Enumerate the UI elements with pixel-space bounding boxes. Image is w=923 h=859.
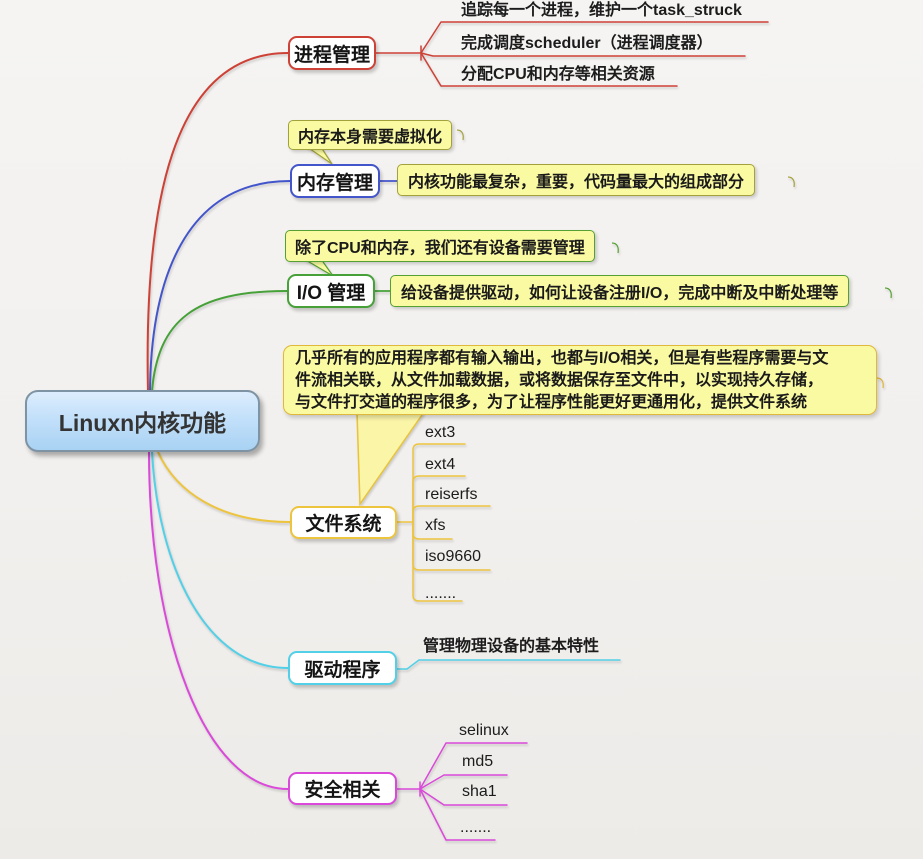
callout-line: 件流相关联，从文件加载数据，或将数据保存至文件中，以实现持久存储，	[295, 372, 824, 389]
node-fs-ext3[interactable]: ext3	[425, 424, 456, 441]
central-node[interactable]: Linuxn内核功能	[25, 390, 260, 452]
memory-note[interactable]: 内存本身需要虚拟化	[288, 120, 453, 150]
node-fs-iso9660[interactable]: iso9660	[425, 548, 482, 565]
node-process-child-track[interactable]: 追踪每一个进程，维护一个task_struck	[461, 2, 742, 19]
node-process-child-alloc[interactable]: 分配CPU和内存等相关资源	[461, 66, 655, 83]
branch-curve-filesystem	[157, 451, 291, 523]
callout-line: 与文件打交道的程序很多，为了让程序性能更好更通用化，提供文件系统	[295, 394, 808, 411]
node-process-child-scheduler[interactable]: 完成调度scheduler（进程调度器）	[461, 35, 713, 52]
io-note-hook	[611, 242, 619, 254]
io-info-hook	[884, 287, 892, 299]
process-fork	[375, 21, 769, 87]
node-fs-more[interactable]: .......	[425, 585, 457, 602]
node-fs-xfs[interactable]: xfs	[425, 517, 446, 534]
node-process[interactable]: 进程管理	[288, 36, 376, 70]
branch-curve-security	[148, 451, 289, 790]
callout-line: 几乎所有的应用程序都有输入输出，也都与I/O相关，但是有些程序需要与文	[295, 350, 829, 367]
filesystem-callout-tail	[356, 411, 425, 507]
node-driver[interactable]: 驱动程序	[288, 651, 397, 685]
memory-note-hook	[456, 129, 464, 141]
filesystem-callout[interactable]: 几乎所有的应用程序都有输入输出，也都与I/O相关，但是有些程序需要与文 件流相关…	[283, 345, 877, 415]
branch-curve-memory	[149, 180, 291, 392]
node-driver-child[interactable]: 管理物理设备的基本特性	[423, 638, 600, 655]
node-filesystem[interactable]: 文件系统	[290, 506, 397, 539]
security-fork	[396, 742, 528, 841]
node-fs-ext4[interactable]: ext4	[425, 456, 456, 473]
branch-curve-process	[146, 52, 289, 392]
node-fs-reiserfs[interactable]: reiserfs	[425, 486, 478, 503]
memory-info-hook	[787, 176, 795, 188]
node-security-more[interactable]: .......	[460, 819, 492, 836]
filesystem-fork	[396, 443, 491, 602]
node-io[interactable]: I/O 管理	[287, 274, 375, 308]
io-note[interactable]: 除了CPU和内存，我们还有设备需要管理	[285, 230, 595, 262]
node-security[interactable]: 安全相关	[288, 772, 397, 805]
node-memory[interactable]: 内存管理	[290, 164, 380, 198]
memory-info[interactable]: 内核功能最复杂，重要，代码量最大的组成部分	[397, 164, 756, 196]
filesystem-callout-hook	[876, 377, 884, 389]
driver-fork	[396, 659, 621, 670]
node-security-sha1[interactable]: sha1	[462, 783, 497, 800]
node-security-selinux[interactable]: selinux	[459, 722, 509, 739]
branch-curve-driver	[151, 451, 289, 669]
node-security-md5[interactable]: md5	[462, 753, 494, 770]
io-info[interactable]: 给设备提供驱动，如何让设备注册I/O，完成中断及中断处理等	[390, 275, 850, 307]
branch-curve-io	[151, 290, 288, 392]
